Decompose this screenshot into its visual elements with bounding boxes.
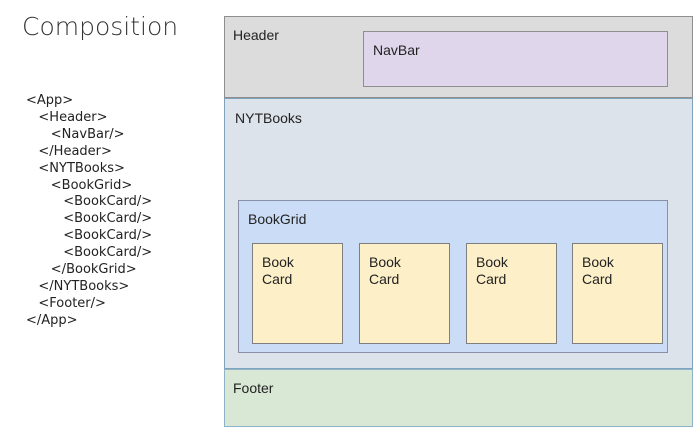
bookgrid-label: BookGrid [248,211,307,227]
code-line: <App> [26,93,74,108]
diagram-title: Composition [22,12,179,41]
book-card-box: Book Card [359,243,450,344]
code-line: <NavBar/> [26,126,125,142]
code-line: <BookCard/> [26,211,153,227]
code-line: <NYTBooks> [26,160,125,176]
component-tree-code: <App> <Header> <NavBar/> </Header> <NYTB… [26,93,216,330]
code-line: </BookGrid> [26,262,137,278]
code-line: <BookCard/> [26,228,153,244]
book-card-label: Book Card [582,254,614,287]
book-card-label: Book Card [476,254,508,287]
navbar-label: NavBar [373,42,420,58]
code-line: </App> [26,312,78,328]
navbar-box: NavBar [363,31,668,87]
code-line: <BookCard/> [26,194,153,210]
book-card-label: Book Card [369,254,401,287]
code-line: <Footer/> [26,295,106,311]
code-line: <Header> [26,109,108,125]
code-line: <BookGrid> [26,177,133,193]
code-line: </NYTBooks> [26,278,130,294]
book-card-box: Book Card [572,243,663,344]
code-line: </Header> [26,143,112,159]
book-card-label: Book Card [262,254,294,287]
nytbooks-label: NYTBooks [235,110,302,126]
footer-label: Footer [233,380,274,396]
book-card-box: Book Card [252,243,343,344]
footer-box: Footer [224,369,693,427]
book-card-box: Book Card [466,243,557,344]
header-label: Header [233,27,279,43]
code-line: <BookCard/> [26,245,153,261]
